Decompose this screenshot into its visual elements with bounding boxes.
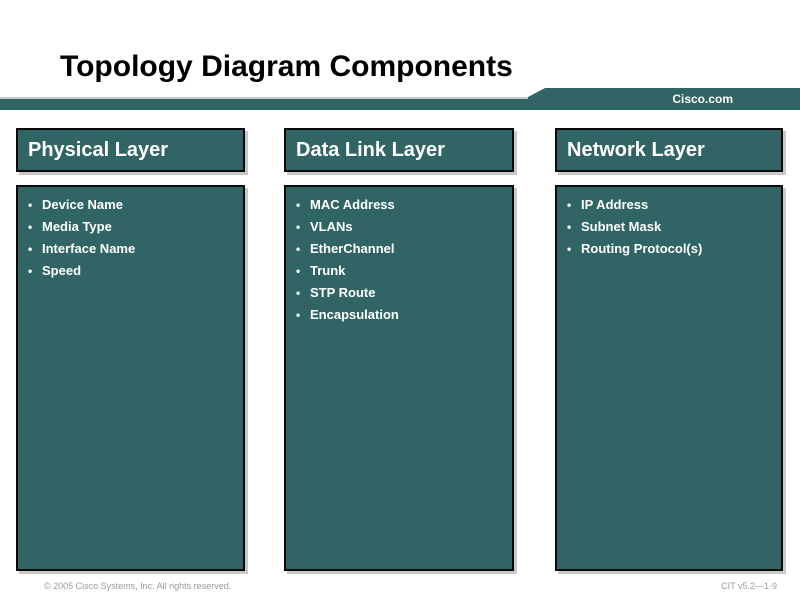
list-item: • EtherChannel [296,238,508,260]
column-header-label: Data Link Layer [296,138,445,161]
list-item-label: Encapsulation [310,307,399,322]
slide-title: Topology Diagram Components [60,50,513,83]
list-item-label: VLANs [310,219,353,234]
list-item-label: MAC Address [310,197,395,212]
bullet-icon: • [28,198,33,212]
bullet-icon: • [296,198,301,212]
list-item: • Trunk [296,260,508,282]
cisco-brand-label: Cisco.com [672,92,733,106]
bullet-icon: • [296,220,301,234]
list-item: • Subnet Mask [567,216,777,238]
bullet-icon: • [296,286,301,300]
list-item: • Encapsulation [296,304,508,326]
list-item-label: Device Name [42,197,123,212]
column-header: Data Link Layer [284,128,514,172]
list-item: • STP Route [296,282,508,304]
list-item: • Media Type [28,216,239,238]
bullet-list: • Device Name • Media Type • Interface Name • S… [18,187,243,282]
list-item-label: Routing Protocol(s) [581,241,703,256]
bullet-icon: • [296,242,301,256]
bullet-icon: • [567,198,572,212]
bullet-icon: • [28,242,33,256]
bullet-icon: • [28,264,33,278]
column-header-label: Physical Layer [28,138,169,161]
column-body: • IP Address • Subnet Mask • Routing Protocol… [555,185,783,571]
bullet-list: • IP Address • Subnet Mask • Routing Protocol… [557,187,781,260]
column-body: • Device Name • Media Type • Interface Name • S… [16,185,245,571]
bullet-icon: • [567,242,572,256]
list-item-label: Speed [42,263,82,278]
data-link-layer-column: Data Link Layer • MAC Address • VLANs • Ether… [284,0,514,600]
list-item: • VLANs [296,216,508,238]
bullet-icon: • [567,220,572,234]
cisco-brand-tab: Cisco.com [528,88,800,110]
physical-layer-column: Physical Layer • Device Name • Media Type • I… [16,0,245,600]
copyright-text: © 2005 Cisco Systems, Inc. All rights re… [44,581,232,591]
slide-number: CIT v5.2—1-9 [721,581,777,591]
network-layer-column: Network Layer • IP Address • Subnet Mask • Ro… [555,0,783,600]
list-item: • Interface Name [28,238,239,260]
list-item: • Device Name [28,194,239,216]
bullet-icon: • [28,220,33,234]
column-header: Network Layer [555,128,783,172]
list-item-label: EtherChannel [310,241,395,256]
list-item: • IP Address [567,194,777,216]
column-body: • MAC Address • VLANs • EtherChannel • Trunk • ST… [284,185,514,571]
list-item: • Routing Protocol(s) [567,238,777,260]
list-item-label: Interface Name [42,241,136,256]
column-header: Physical Layer [16,128,245,172]
bullet-icon: • [296,264,301,278]
bullet-icon: • [296,308,301,322]
list-item-label: IP Address [581,197,649,212]
list-item-label: Media Type [42,219,112,234]
list-item-label: Subnet Mask [581,219,662,234]
list-item-label: Trunk [310,263,346,278]
list-item: • Speed [28,260,239,282]
list-item-label: STP Route [310,285,376,300]
bullet-list: • MAC Address • VLANs • EtherChannel • Trunk • ST… [286,187,512,326]
list-item: • MAC Address [296,194,508,216]
column-header-label: Network Layer [567,138,705,161]
